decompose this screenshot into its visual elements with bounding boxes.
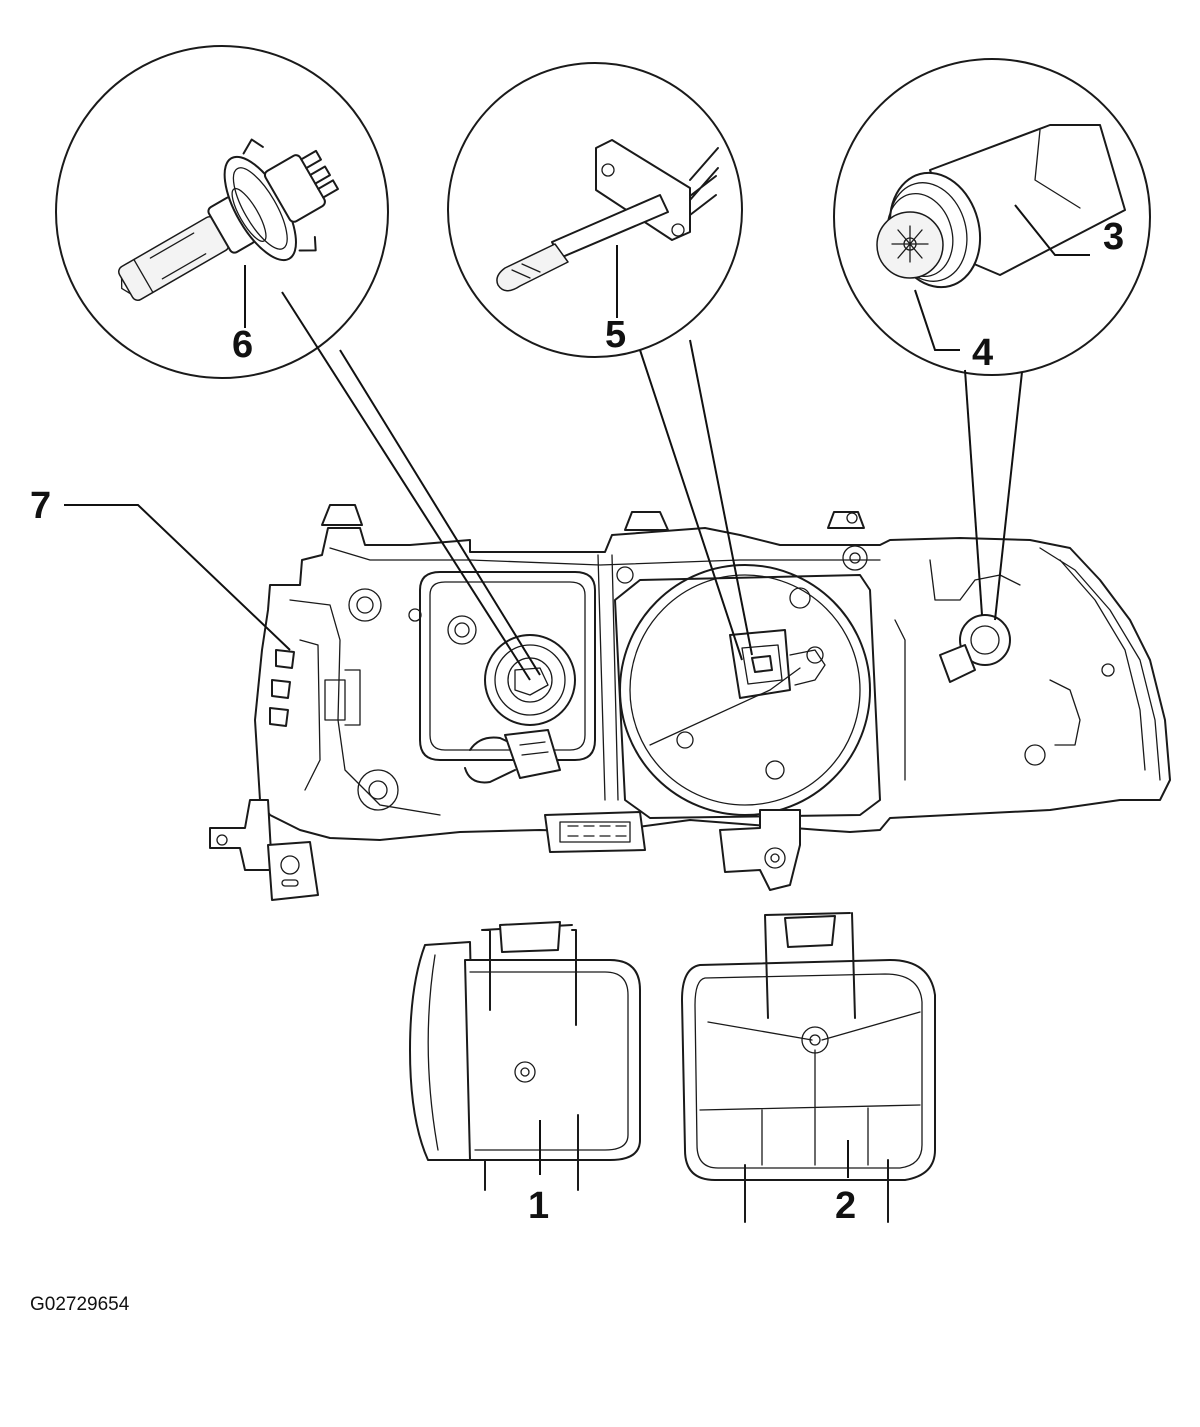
bulb-5-detail-circle — [447, 62, 743, 358]
callout-leaders — [64, 204, 1090, 1178]
magnifier-leader-lines — [281, 291, 1023, 681]
callout-label-5: 5 — [605, 314, 626, 356]
bulb-6-detail-circle — [55, 45, 389, 379]
callout-label-6: 6 — [232, 324, 253, 366]
callout-label-2: 2 — [835, 1185, 856, 1227]
cover-2 — [681, 912, 936, 1223]
callout-label-1: 1 — [528, 1185, 549, 1227]
callout-label-3: 3 — [1103, 216, 1124, 258]
callout-label-7: 7 — [30, 485, 51, 527]
headlamp-housing — [209, 504, 1171, 901]
cover-1 — [409, 921, 641, 1191]
drawing-code: G02729654 — [30, 1294, 130, 1315]
bulb-3-4-detail-circle — [833, 58, 1151, 376]
callout-label-4: 4 — [972, 332, 993, 374]
